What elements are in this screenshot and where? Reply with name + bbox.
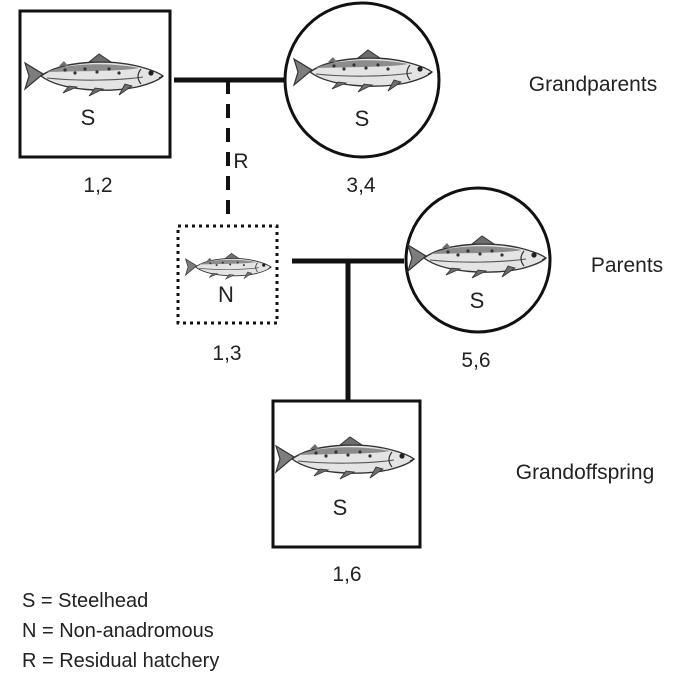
offspring-type-label: S bbox=[333, 495, 348, 520]
offspring-node: S bbox=[271, 399, 422, 549]
grandmother-type-label: S bbox=[355, 106, 370, 131]
residual-link-label: R bbox=[233, 150, 248, 173]
generation-label-parents: Parents bbox=[591, 254, 663, 277]
father-node: N bbox=[176, 224, 279, 325]
grandfather-node: S bbox=[18, 9, 172, 159]
grandmother-alleles-label: 3,4 bbox=[346, 174, 376, 197]
father-alleles-label: 1,3 bbox=[212, 342, 241, 365]
legend: S = Steelhead N = Non-anadromous R = Res… bbox=[22, 590, 219, 672]
generation-label-grandparents: Grandparents bbox=[529, 73, 657, 96]
grandfather-type-label: S bbox=[81, 105, 96, 130]
grandmother-node: S bbox=[283, 1, 441, 159]
mother-alleles-label: 5,6 bbox=[461, 349, 490, 372]
mother-node: S bbox=[404, 186, 552, 334]
legend-item-residual-hatchery: R = Residual hatchery bbox=[22, 650, 219, 672]
father-type-label: N bbox=[218, 282, 234, 307]
offspring-alleles-label: 1,6 bbox=[332, 563, 361, 586]
generation-label-grandoffspring: Grandoffspring bbox=[516, 461, 655, 484]
legend-item-non-anadromous: N = Non-anadromous bbox=[22, 620, 214, 642]
legend-item-steelhead: S = Steelhead bbox=[22, 590, 148, 612]
grandfather-alleles-label: 1,2 bbox=[83, 174, 112, 197]
mother-type-label: S bbox=[470, 288, 485, 313]
